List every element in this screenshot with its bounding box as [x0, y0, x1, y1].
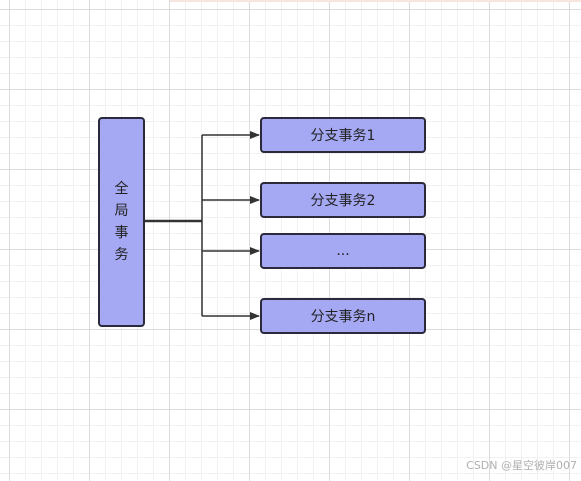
branch-transaction-node-n: 分支事务n [260, 298, 426, 334]
branch-transaction-node-ellipsis: ... [260, 233, 426, 269]
branch-transaction-label-2: 分支事务2 [310, 193, 376, 209]
branch-transaction-label-n: 分支事务n [310, 309, 376, 325]
branch-transaction-label-ellipsis: ... [336, 243, 350, 259]
branch-transaction-label-1: 分支事务1 [310, 128, 376, 144]
branch-transaction-node-2: 分支事务2 [260, 182, 426, 218]
csdn-watermark: CSDN @星空彼岸007 [466, 459, 577, 472]
global-transaction-node: 全局事务 [98, 117, 145, 327]
global-transaction-label: 全局事务 [114, 181, 129, 263]
top-highlight-strip [170, 0, 581, 2]
branch-transaction-node-1: 分支事务1 [260, 117, 426, 153]
